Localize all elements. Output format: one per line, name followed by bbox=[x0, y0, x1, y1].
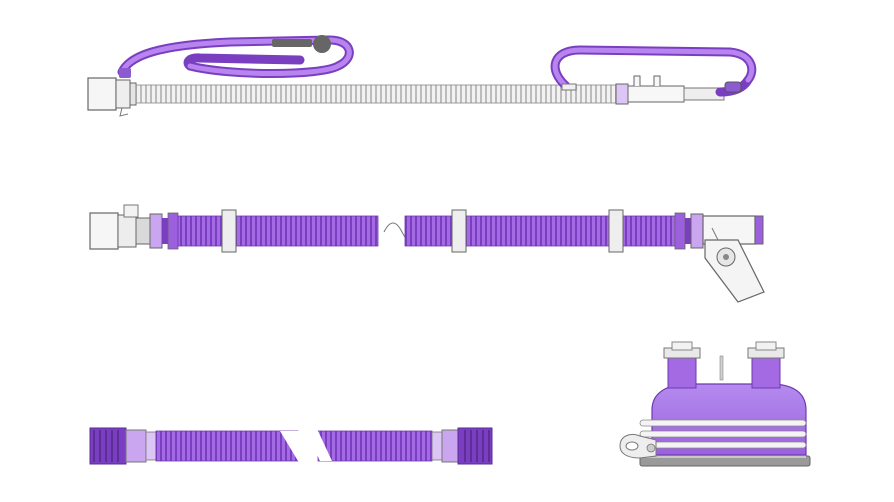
breathing-circuit-with-head-strap-icon bbox=[87, 35, 757, 117]
purple-corrugated-tube-with-clips-and-elbow-icon bbox=[89, 204, 765, 303]
purple-corrugated-hose-with-cuffs-icon bbox=[89, 427, 493, 465]
humidifier-chamber-icon bbox=[619, 341, 811, 467]
